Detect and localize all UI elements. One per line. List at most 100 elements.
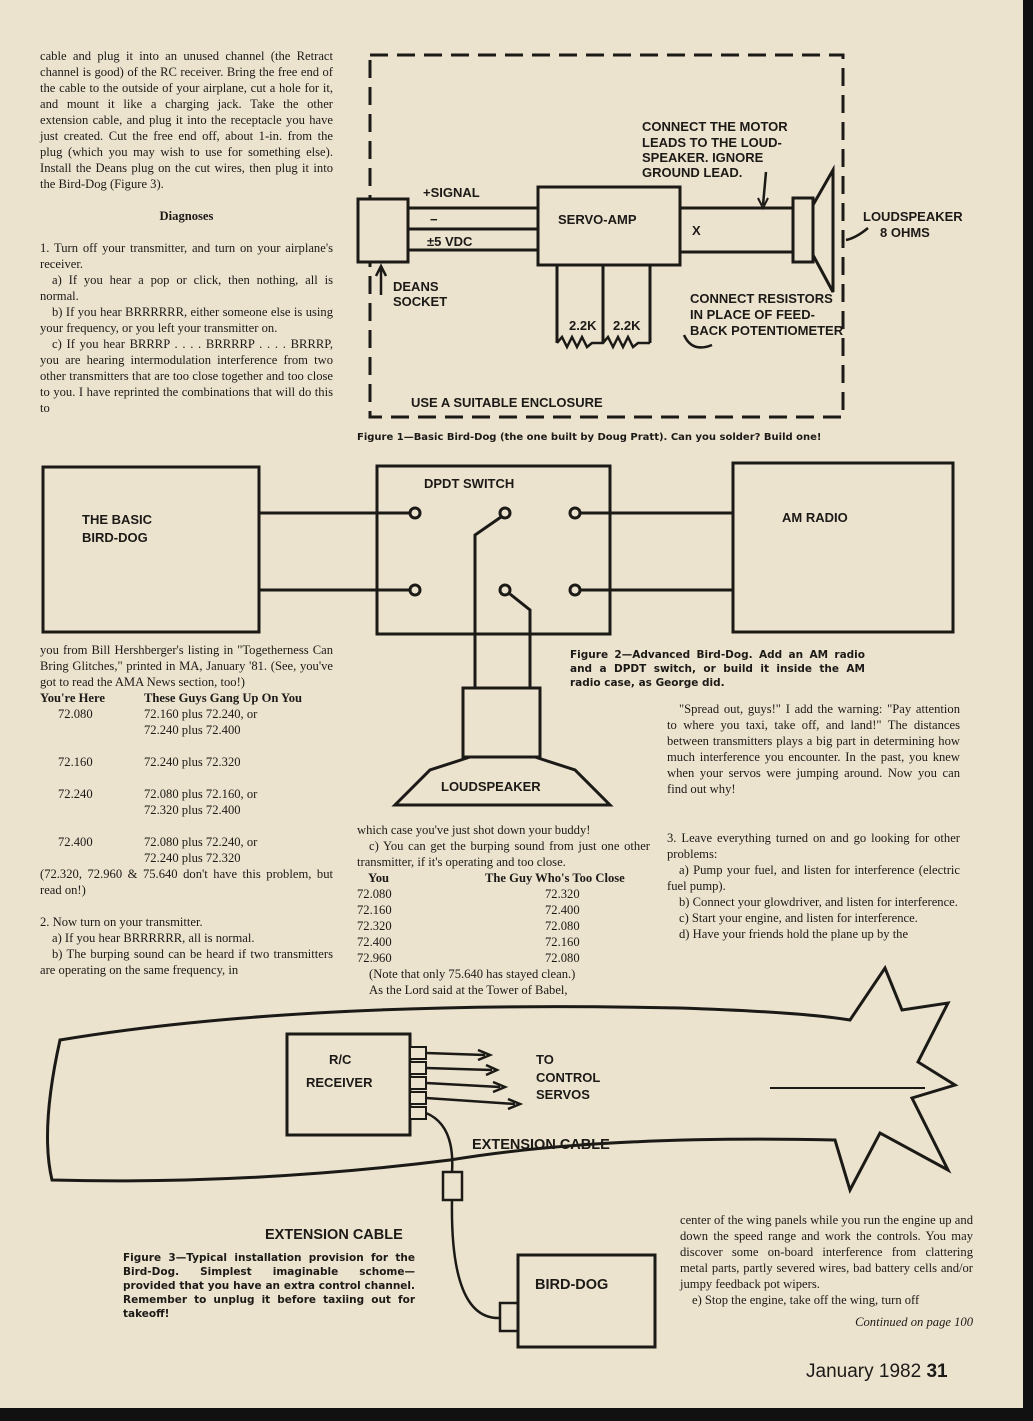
- dpdt-label: DPDT SWITCH: [424, 476, 514, 491]
- to-label: TO: [536, 1052, 554, 1067]
- cell: 72.240: [58, 787, 93, 801]
- cell: 72.160: [357, 903, 392, 917]
- resistor-label: 2.2K: [613, 318, 641, 333]
- cell: 72.080: [58, 707, 93, 721]
- paragraph: you from Bill Hershberger's listing in "…: [40, 643, 333, 689]
- resistors: [556, 334, 650, 350]
- cell: 72.160: [58, 755, 93, 769]
- loudspeaker-label-2: LOUDSPEAKER: [441, 779, 541, 794]
- servos-label: SERVOS: [536, 1087, 590, 1102]
- extension-cable-label: EXTENSION CABLE: [265, 1227, 403, 1243]
- cell: 72.160: [545, 935, 580, 949]
- cell: 72.320: [545, 887, 580, 901]
- enclosure-label: USE A SUITABLE ENCLOSURE: [411, 395, 603, 410]
- table-row: 72.160 72.240 plus 72.320: [40, 754, 333, 770]
- paragraph: a) If you hear BRRRRRR, all is normal.: [52, 931, 255, 945]
- paragraph: e) Stop the engine, take off the wing, t…: [692, 1293, 920, 1307]
- paragraph: cable and plug it into an unused channel…: [40, 49, 333, 191]
- table-note: (72.320, 72.960 & 75.640 don't have this…: [40, 867, 333, 897]
- paragraph: c) If you hear BRRRP . . . . BRRRRP . . …: [40, 337, 333, 415]
- extension-plug: [441, 1170, 464, 1202]
- section-heading: Diagnoses: [159, 209, 214, 223]
- receiver-label: RECEIVER: [306, 1075, 373, 1090]
- figure-2-caption: Figure 2—Advanced Bird-Dog. Add an AM ra…: [570, 649, 865, 689]
- cell: 72.080: [357, 887, 392, 901]
- paragraph: center of the wing panels while you run …: [680, 1213, 973, 1291]
- paragraph: a) If you hear a pop or click, then noth…: [40, 273, 333, 303]
- resistor-label: 2.2K: [569, 318, 597, 333]
- cell: 72.240 plus 72.320: [144, 755, 241, 769]
- loudspeaker-label: LOUDSPEAKER: [863, 209, 963, 224]
- resistor-note: IN PLACE OF FEED-: [690, 307, 815, 322]
- table-row: 72.080 72.320: [357, 886, 650, 902]
- left-column-bottom: you from Bill Hershberger's listing in "…: [40, 642, 333, 978]
- loudspeaker-cone-2: [391, 755, 614, 807]
- ohms-label: 8 OHMS: [880, 225, 930, 240]
- paragraph: 2. Now turn on your transmitter.: [40, 915, 203, 929]
- cell: 72.320: [357, 919, 392, 933]
- cell: 72.080 plus 72.240, or: [144, 835, 258, 849]
- signal-label: +SIGNAL: [423, 185, 480, 200]
- bird-dog-label-3: BIRD-DOG: [535, 1277, 608, 1293]
- paragraph: a) Pump your fuel, and listen for interf…: [667, 863, 960, 893]
- extension-cable-label: EXTENSION CABLE: [472, 1137, 610, 1153]
- cell: 72.240 plus 72.320: [144, 851, 241, 865]
- page-footer: January 1982 31: [806, 1361, 948, 1383]
- deans-label: DEANS: [393, 279, 439, 294]
- table-row: 72.080 72.160 plus 72.240, or 72.240 plus …: [40, 706, 333, 738]
- resistor-note: CONNECT RESISTORS: [690, 291, 833, 306]
- page-number: 31: [926, 1361, 948, 1382]
- column-header: You're Here: [40, 691, 105, 705]
- figure-3-caption: Figure 3—Typical installation provision …: [123, 1252, 415, 1320]
- motor-note: CONNECT THE MOTOR: [642, 119, 788, 134]
- bird-dog-label: BIRD-DOG: [82, 530, 148, 545]
- motor-note: SPEAKER. IGNORE: [642, 150, 764, 165]
- column-header: You: [368, 871, 389, 885]
- interference-table-header: You're Here These Guys Gang Up On You: [40, 690, 333, 706]
- cell: 72.320 plus 72.400: [144, 803, 241, 817]
- cell: 72.160 plus 72.240, or: [144, 707, 258, 721]
- am-radio-label: AM RADIO: [782, 510, 848, 525]
- cell: 72.400: [545, 903, 580, 917]
- paragraph: As the Lord said at the Tower of Babel,: [369, 983, 568, 997]
- loudspeaker-cone: [811, 164, 835, 293]
- socket-label: SOCKET: [393, 294, 447, 309]
- figure-2-diagram: THE BASIC BIRD-DOG DPDT SWITCH AM RADIO …: [41, 461, 955, 807]
- bird-dog-box: [516, 1253, 657, 1349]
- motor-note: GROUND LEAD.: [642, 165, 742, 180]
- fuselage-outline: [46, 964, 959, 1194]
- cell: 72.240 plus 72.400: [144, 723, 241, 737]
- paragraph: c) You can get the burping sound from ju…: [357, 839, 650, 869]
- paragraph: d) Have your friends hold the plane up b…: [679, 927, 909, 941]
- x-mark: X: [692, 223, 701, 238]
- figure-1-diagram: +SIGNAL − ±5 VDC SERVO-AMP X DEANS SOCKE…: [356, 53, 963, 419]
- receiver-box: [285, 1032, 412, 1137]
- basic-label: THE BASIC: [82, 512, 153, 527]
- loudspeaker-magnet-2: [461, 686, 542, 759]
- issue-date: January 1982: [806, 1361, 922, 1382]
- figure-1-caption: Figure 1—Basic Bird-Dog (the one built b…: [357, 432, 822, 443]
- minus-label: −: [430, 212, 438, 227]
- left-column-top: cable and plug it into an unused channel…: [40, 48, 333, 416]
- servo-amp-box: [536, 185, 682, 267]
- continued-link[interactable]: Continued on page 100: [855, 1315, 973, 1329]
- resistor-note: BACK POTENTIOMETER: [690, 323, 844, 338]
- paragraph: b) Connect your glowdriver, and listen f…: [679, 895, 958, 909]
- figure-3-diagram: R/C RECEIVER TO CONTROL SERVOS EXTENSION…: [46, 964, 959, 1349]
- paragraph: c) Start your engine, and listen for int…: [679, 911, 918, 925]
- right-column-mid: 3. Leave everything turned on and go loo…: [667, 830, 960, 942]
- vdc-label: ±5 VDC: [427, 234, 473, 249]
- table-note: (Note that only 75.640 has stayed clean.…: [369, 967, 576, 981]
- paragraph: which case you've just shot down your bu…: [357, 823, 591, 837]
- motor-note: LEADS TO THE LOUD-: [642, 135, 782, 150]
- cell: 72.960: [357, 951, 392, 965]
- paragraph: b) The burping sound can be heard if two…: [40, 947, 333, 977]
- paragraph: 3. Leave everything turned on and go loo…: [667, 831, 960, 861]
- column-header: These Guys Gang Up On You: [144, 691, 303, 705]
